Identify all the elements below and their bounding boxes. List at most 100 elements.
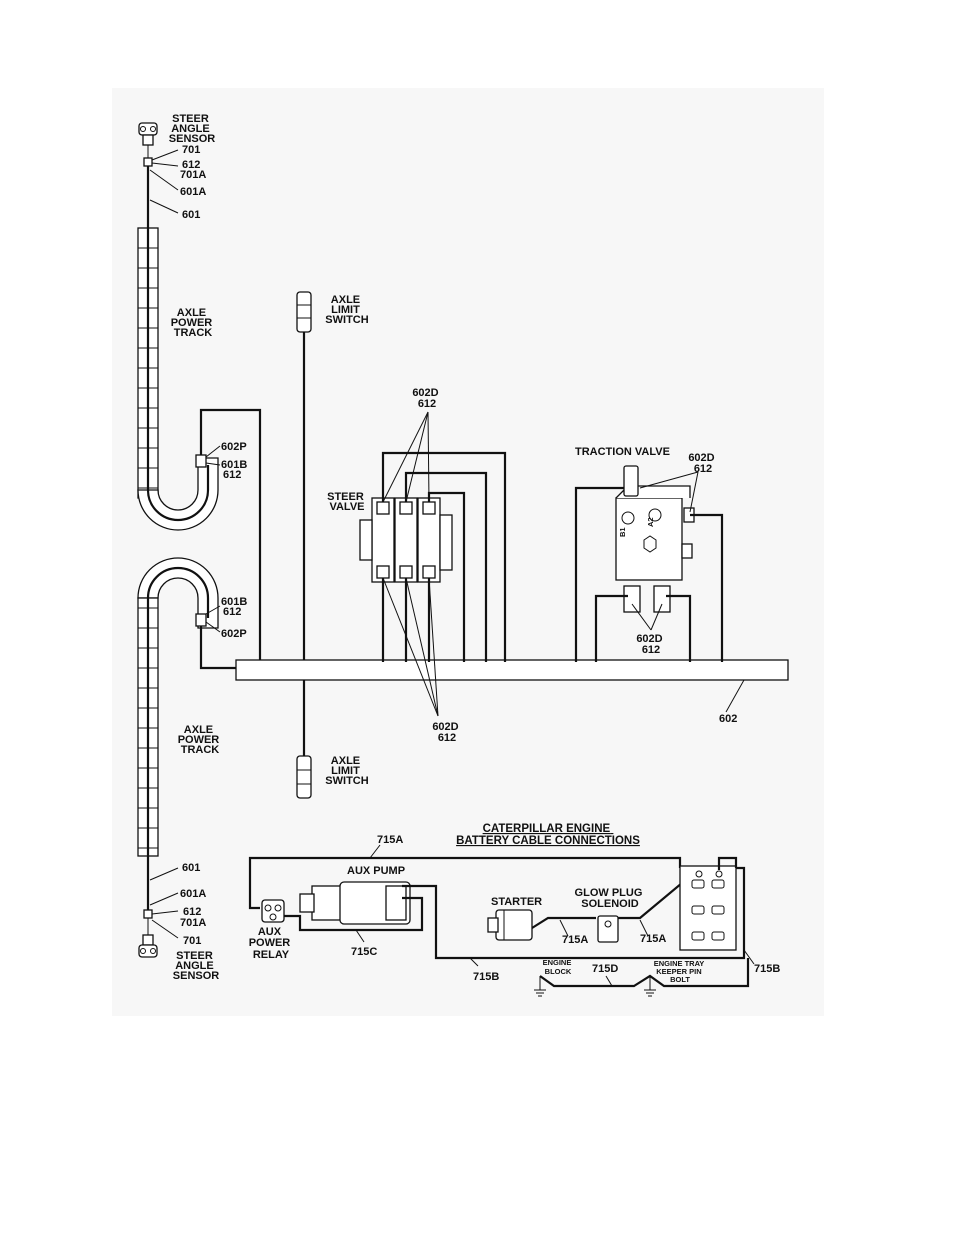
label-701-bottom: 701 [183,935,201,947]
ground-engine-block [534,976,546,997]
leader-sv-top-1 [382,411,429,503]
wire-715b [402,866,746,960]
label-715a-left: 715A [562,934,588,946]
wire-tv-2 [690,513,724,662]
leader-tv-top-2 [689,471,699,513]
diagram-panel [112,88,824,1016]
label-602p-lower: 602P [221,628,247,640]
steer-angle-sensor-top [138,122,158,167]
label-tv-callout-top: 602D 612 [688,452,717,475]
label-axle-power-track-top: AXLE POWER TRACK [171,307,216,339]
leader-sv-top-2 [405,411,429,503]
leader-701-top [151,149,179,161]
leader-sv-bot-1 [382,577,439,717]
label-steer-angle-sensor-bottom: STEER ANGLE SENSOR [173,950,220,982]
leader-612-top [151,162,179,167]
steer-valve [359,497,453,583]
leader-715b-right [743,949,755,965]
harness-602 [235,659,789,681]
label-sv-callout-bottom: 602D 612 [432,721,461,744]
label-engine-tray: ENGINE TRAY KEEPER PIN BOLT [654,959,707,984]
ground-engine-tray [644,976,656,997]
label-601a-top: 601A [180,186,206,198]
wire-track-upper [199,408,262,662]
wire-sv-2 [404,471,488,662]
leader-715c [355,929,365,943]
leader-715d [605,975,613,987]
leader-sv-top-3 [427,411,430,503]
label-701a-top: 701A [180,169,206,181]
label-axle-limit-switch-bottom: AXLE LIMIT SWITCH [325,755,368,787]
leader-601a-bottom [149,892,179,906]
leader-601-bottom [149,867,179,881]
label-601-top: 601 [182,209,200,221]
leader-715a-left [559,919,569,937]
wire-tv-1 [574,486,624,662]
label-715d: 715D [592,963,618,975]
traction-valve: B1 A2 [615,465,695,613]
battery [679,865,737,951]
leader-tv-bot-1 [631,603,652,631]
label-601b-lower: 601B [221,596,247,608]
label-glow-plug-solenoid: GLOW PLUG SOLENOID [575,887,646,910]
wire-track-lower [199,626,236,670]
label-axle-power-track-bottom: AXLE POWER TRACK [178,724,223,756]
leader-601b-lower [205,605,221,615]
wire-715c [284,896,424,932]
label-axle-limit-switch-top: AXLE LIMIT SWITCH [325,294,368,326]
label-tv-callout-bottom: 602D 612 [636,633,665,656]
label-traction-valve: TRACTION VALVE [575,446,670,458]
connector-602p-upper [195,454,207,468]
leader-tv-bot-2 [650,603,663,631]
leader-715b-left [469,957,479,967]
leader-601b-upper [205,462,221,466]
glow-plug-solenoid [597,915,619,943]
label-612-top: 612 [182,159,200,171]
wire-715a-starter [531,916,596,929]
label-612-bottom: 612 [183,906,201,918]
label-601a-bottom: 601A [180,888,206,900]
label-aux-pump: AUX PUMP [347,865,405,877]
wire-battery-neg [717,856,738,870]
starter [487,909,533,941]
label-601-bottom: 601 [182,862,200,874]
valve-port-a2: A2 [646,517,655,527]
label-aux-power-relay: AUX POWER RELAY [249,926,294,961]
leader-701-bottom [151,919,179,939]
label-steer-angle-sensor-top: STEER ANGLE SENSOR [169,113,216,145]
label-602: 602 [719,713,737,725]
label-715b-left: 715B [473,971,499,983]
wire-715a-top [248,856,682,910]
label-715a-right: 715A [640,933,666,945]
leader-602p-lower [205,621,221,633]
leader-715a-right [639,919,649,937]
label-starter: STARTER [491,896,542,908]
label-601b-upper: 601B [221,459,247,471]
aux-pump [299,881,411,925]
label-sv-callout-top: 602D 612 [412,387,441,410]
leader-sv-bot-2 [405,577,439,717]
wire-tv-3 [594,594,628,662]
axle-power-track-top [137,227,219,531]
label-steer-valve: STEER VALVE [327,491,367,513]
valve-port-b1: B1 [618,527,627,537]
leader-601-top [149,199,179,214]
axle-limit-switch-top [296,291,312,333]
label-engine-block: ENGINE BLOCK [543,958,574,976]
aux-power-relay [261,899,285,923]
label-715a-top: 715A [377,834,403,846]
label-715b-right: 715B [754,963,780,975]
label-602p-upper: 602P [221,441,247,453]
leader-601a-top [149,169,179,191]
leader-602p-upper [205,445,221,458]
wire-tv-4 [666,594,692,662]
leader-602 [725,679,745,713]
label-701a-bottom: 701A [180,917,206,929]
leader-tv-top-1 [639,471,699,489]
axle-limit-switch-bottom [296,755,312,799]
wire-sv-1 [381,451,507,662]
label-701-top: 701 [182,144,200,156]
label-cat-engine-title: CATERPILLAR ENGINE BATTERY CABLE CONNECT… [456,823,640,847]
label-612-lower: 612 [223,606,241,618]
